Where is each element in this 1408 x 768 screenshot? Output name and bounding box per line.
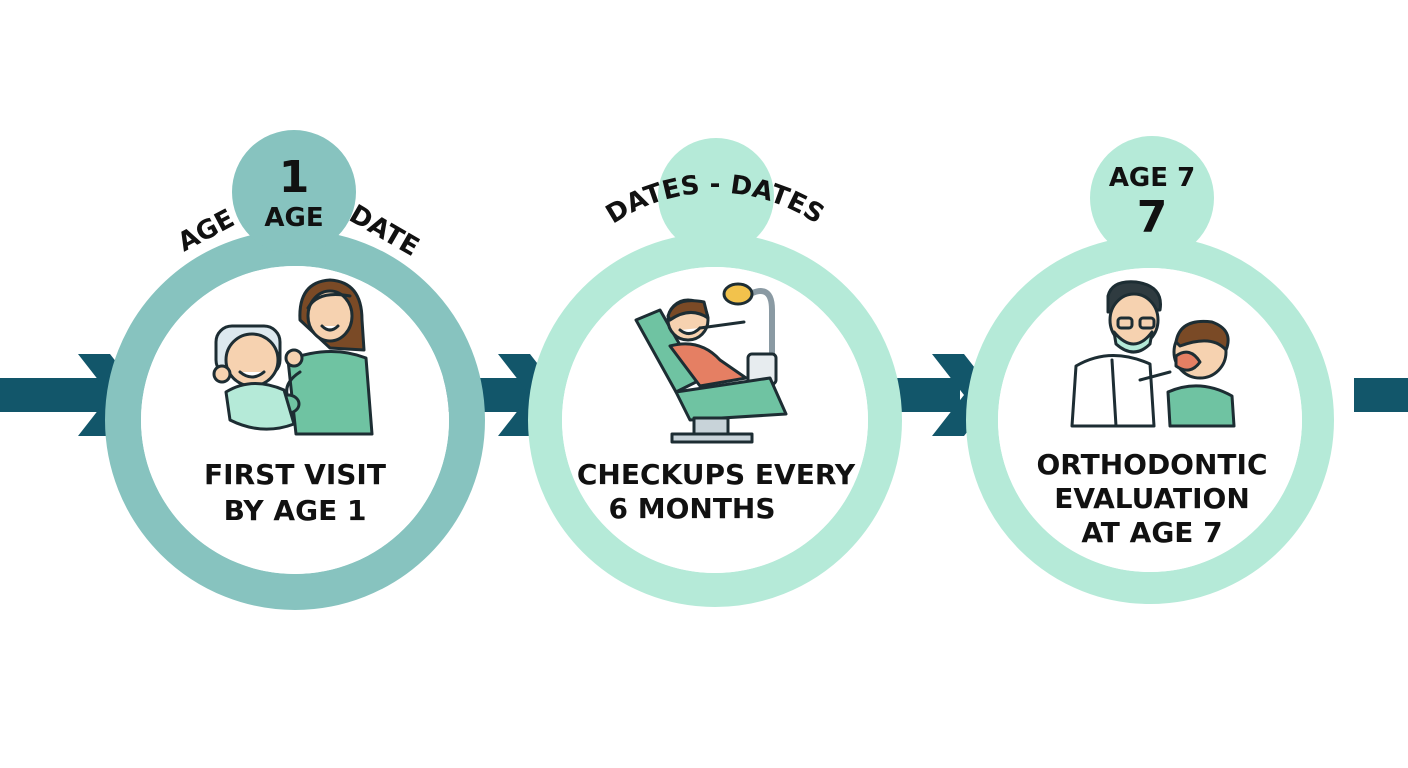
stage-2-caption-line-1: CHECKUPS EVERY	[577, 458, 856, 491]
arrow-line-right	[1354, 378, 1408, 412]
stage-1-badge	[232, 130, 356, 254]
stage-1-caption-line-1: FIRST VISIT	[204, 458, 386, 491]
stage-2-caption-line-2: 6 MONTHS	[608, 492, 775, 525]
stage-3-badge-label: AGE 7	[1109, 163, 1195, 193]
mother-with-baby-icon	[212, 278, 374, 436]
arrow-line-left	[0, 378, 108, 412]
stage-3-caption-line-1: ORTHODONTIC	[1037, 448, 1268, 481]
stage-3-caption-line-3: AT AGE 7	[1081, 516, 1222, 549]
dentist-examining-child-icon	[1070, 280, 1236, 428]
stage-3-badge	[1090, 136, 1214, 260]
stage-3-caption-line-2: EVALUATION	[1054, 482, 1250, 515]
stage-1-badge-label: AGE	[264, 203, 323, 233]
child-in-dental-chair-icon	[634, 282, 788, 444]
stage-3-badge-number: 7	[1137, 192, 1168, 243]
stage-2-badge	[658, 138, 774, 254]
stage-first-visit: 1 AGE AGE DATE FIRST VISIT BY AGE 1	[105, 130, 485, 610]
stage-checkups: DATES - DATES CHECKUPS EVERY 6 MONTHS	[528, 138, 902, 607]
stage-1-caption-line-2: BY AGE 1	[224, 494, 367, 527]
stage-1-badge-number: 1	[279, 152, 310, 203]
stage-orthodontic: AGE 7 7 ORTHODONTIC EVALUATION AT AGE 7	[966, 136, 1334, 604]
